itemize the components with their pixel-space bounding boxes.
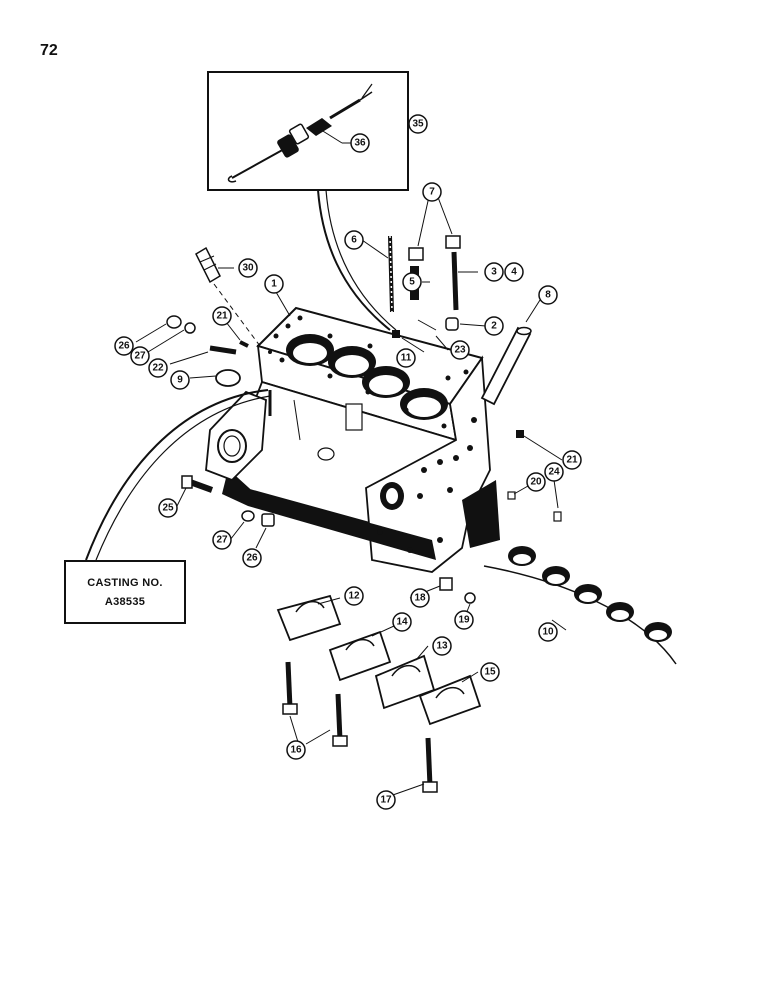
callout-4: 4 — [511, 267, 517, 278]
callout-18: 18 — [414, 593, 426, 604]
callout-19: 19 — [458, 615, 470, 626]
callout-21: 21 — [216, 311, 228, 322]
callout-7: 7 — [429, 187, 435, 198]
callout-26-lower: 26 — [246, 553, 258, 564]
callout-23: 23 — [454, 345, 466, 356]
callout-17: 17 — [380, 795, 392, 806]
bearing-caps — [276, 594, 482, 726]
cylinder-block — [205, 306, 500, 573]
callout-21-right: 21 — [566, 455, 578, 466]
callout-13: 13 — [436, 641, 448, 652]
callout-27-lower: 27 — [216, 535, 228, 546]
callout-5: 5 — [409, 277, 415, 288]
cap-bolts — [282, 661, 438, 793]
tube-part — [480, 326, 532, 406]
cylinder-bores — [286, 334, 448, 420]
callout-2: 2 — [491, 321, 497, 332]
main-bearings — [483, 546, 677, 665]
casting-number-label: CASTING NO. A38535 — [64, 560, 186, 624]
callout-12: 12 — [348, 591, 360, 602]
callout-22: 22 — [152, 363, 164, 374]
fitting-part — [195, 246, 261, 347]
callout-35: 35 — [412, 119, 424, 130]
callout-15: 15 — [484, 667, 496, 678]
sending-unit-part — [227, 123, 310, 183]
callout-25: 25 — [162, 503, 174, 514]
callout-circles — [114, 114, 582, 810]
wire-connector-part — [306, 83, 373, 136]
callout-6: 6 — [351, 235, 357, 246]
callout-9: 9 — [177, 375, 183, 386]
callout-16: 16 — [290, 745, 302, 756]
head-studs — [388, 235, 461, 338]
callout-24: 24 — [548, 467, 560, 478]
left-small-parts — [166, 315, 249, 387]
callout-36: 36 — [354, 138, 366, 149]
callout-11: 11 — [401, 353, 412, 364]
callout-10: 10 — [542, 627, 554, 638]
callout-27: 27 — [134, 351, 146, 362]
inset-box — [207, 71, 409, 331]
callout-3: 3 — [491, 267, 497, 278]
callout-20: 20 — [530, 477, 542, 488]
casting-label-number: A38535 — [104, 596, 146, 608]
callout-26: 26 — [118, 341, 130, 352]
casting-label-title: CASTING NO. — [87, 577, 163, 589]
bottom-left-parts — [181, 475, 275, 527]
callout-8: 8 — [545, 290, 551, 301]
callout-30: 30 — [242, 263, 254, 274]
callout-1: 1 — [271, 279, 277, 290]
callout-14: 14 — [396, 617, 408, 628]
page-number: 72 — [40, 42, 58, 59]
